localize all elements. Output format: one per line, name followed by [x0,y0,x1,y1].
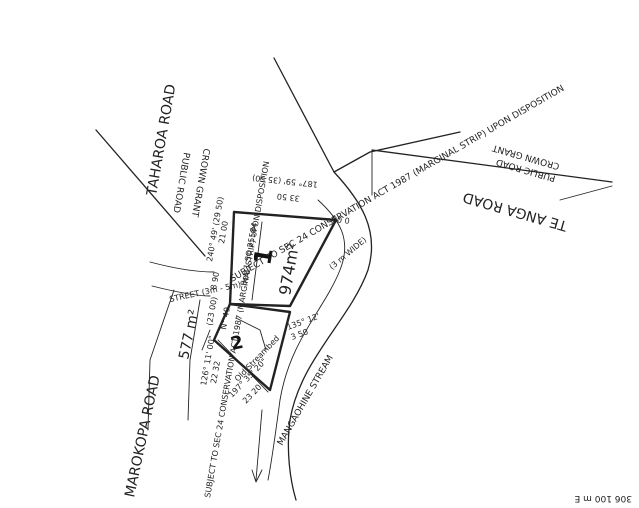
lot-2-reference: N° 49 [219,306,232,330]
taharoa-road-east-boundary [273,57,461,173]
lot-2-number: 2 [229,332,246,355]
lot-1-boundary [228,210,338,308]
lot-1-inner-strip [251,221,263,301]
marokopa-road-west [187,299,201,421]
taharoa-road-label: TAHAROA ROAD [144,83,179,198]
lot-1-distance-left-alt: 8 90 [209,271,221,290]
lot-1-number: 1 [248,246,278,267]
stream-arrow [251,409,263,483]
te-anga-road-label: TE ANGA ROAD [461,188,570,233]
lot-1-distance-left: 21 00 [217,220,230,244]
bottom-bearing-line [217,339,269,393]
stream-east-bank [287,171,373,501]
street-strip-south [151,285,211,297]
footer-coordinate: 306 100 m E [574,493,632,503]
marokopa-area-label: 577 m² [176,308,202,361]
stream-label: MANGAOHINE STREAM [276,354,336,448]
stream-width-label: (3 m WIDE) [328,235,369,271]
lot-2-side-label: (23 00) [205,296,219,326]
left-distance-note: 22 32 [209,360,222,384]
lot-1-distance-top: 33 50 [276,192,300,203]
stream-west-bank [267,199,346,481]
taharoa-crown-grant-label: CROWN GRANT [189,147,211,218]
lot-1-distance-top-alt: 0 00 [332,214,351,225]
lot-2-boundary [212,302,292,392]
marokopa-road-label: MAROKOPA ROAD [122,374,163,499]
left-arrow [201,329,211,351]
taharoa-road-west-boundary [95,129,206,257]
marokopa-road-east [147,289,175,431]
te-anga-road-edge [371,149,613,183]
lot-2-old-streambed [235,317,267,351]
street-strip-north [149,261,215,273]
te-anga-road-lower-edge [559,185,613,201]
taharoa-public-road-label: PUBLIC ROAD [170,151,190,213]
